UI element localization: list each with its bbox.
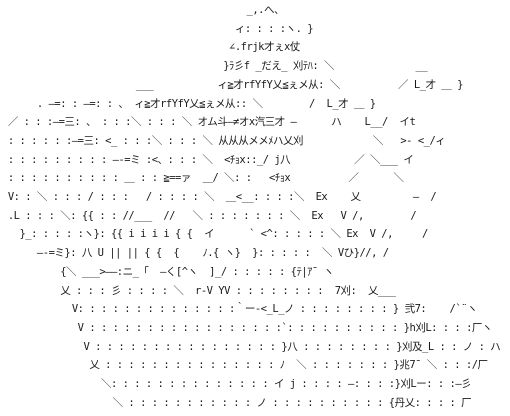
art-line: V : : : : : : : : : : : : : : : : }八 : :… [2, 340, 501, 353]
art-line: ∠.frjk才ぇx仗 [2, 41, 300, 54]
art-line: {＼ ___>――:ニ_「 ―く[^ヽ ]_/ : : : : : {ﾃ|ｱ¯ … [2, 265, 334, 278]
art-line: ／ : : :―=三: 、 : : :＼ : : : ＼ オム斗―≠オx汽三才 … [2, 116, 416, 129]
art-line: ―-=ミ}: 八 U || || { { { ﾉ.{ ヽ} }: : : : :… [2, 247, 389, 260]
art-line: . ―=: : ―=: : 、 ィ≧才rfYfY乂≦ぇメ从:: ＼ / L_才 … [2, 97, 376, 110]
art-line: : : : : : : : : : ―-=ミ :<、: : : ＼ <ﾁｮx::… [2, 153, 414, 166]
art-line: V : : : : : : : : : : : : : : : : :`: : … [2, 321, 493, 334]
art-line: ィ: : : :ヽ. } [2, 22, 314, 35]
art-line: 乂 : : : : : : : : : : : : : : : ﾉ ＼ : : … [2, 359, 488, 372]
ascii-art-text: _,.へ、 ィ: : : :ヽ. } ∠.frjk才ぇx仗 }ﾗ彡f _だえ_ … [2, 1, 501, 412]
art-line: }ﾗ彡f _だえ_ 刈ﾃﾊ: ＼ __ [2, 60, 428, 73]
art-line: _,.へ、 [2, 4, 285, 16]
art-line: ＼: : : : : : : : : : : : : : イ j : : : :… [2, 378, 472, 391]
art-line: 乂 : : : 彡 : : : : ＼ r‐V YV : : : : : : :… [2, 284, 396, 297]
art-line: : : : : : :―=三: <_ : : :＼ : : : ＼ 从从从メメﾒ… [2, 134, 446, 147]
art-line: V: : ＼ : : : / : : : / : : : : ＼ ＿<__: :… [2, 191, 437, 204]
art-line: }_: : : : :ヽ}: {{ i i i i { { イ ` <^: : … [2, 228, 428, 241]
art-line: : : : : : : : : : : ＿ : : ≧==ァ ＿/ ＼: : <… [2, 172, 404, 185]
art-line: V: : : : : : : : : : : : : :｀ー-<_L_ノ : :… [2, 303, 478, 316]
art-line: ＼ : : : : : : : : : : : ノ : : : : : : : … [2, 396, 472, 409]
art-line: .L : : : ＼: {{ : : //___ // ＼ : : : : : … [2, 209, 417, 222]
art-line: ___ ィ≧才rfYfY乂≦ぇメ从: ＼ ／ L_才 ＿ } [2, 78, 464, 91]
